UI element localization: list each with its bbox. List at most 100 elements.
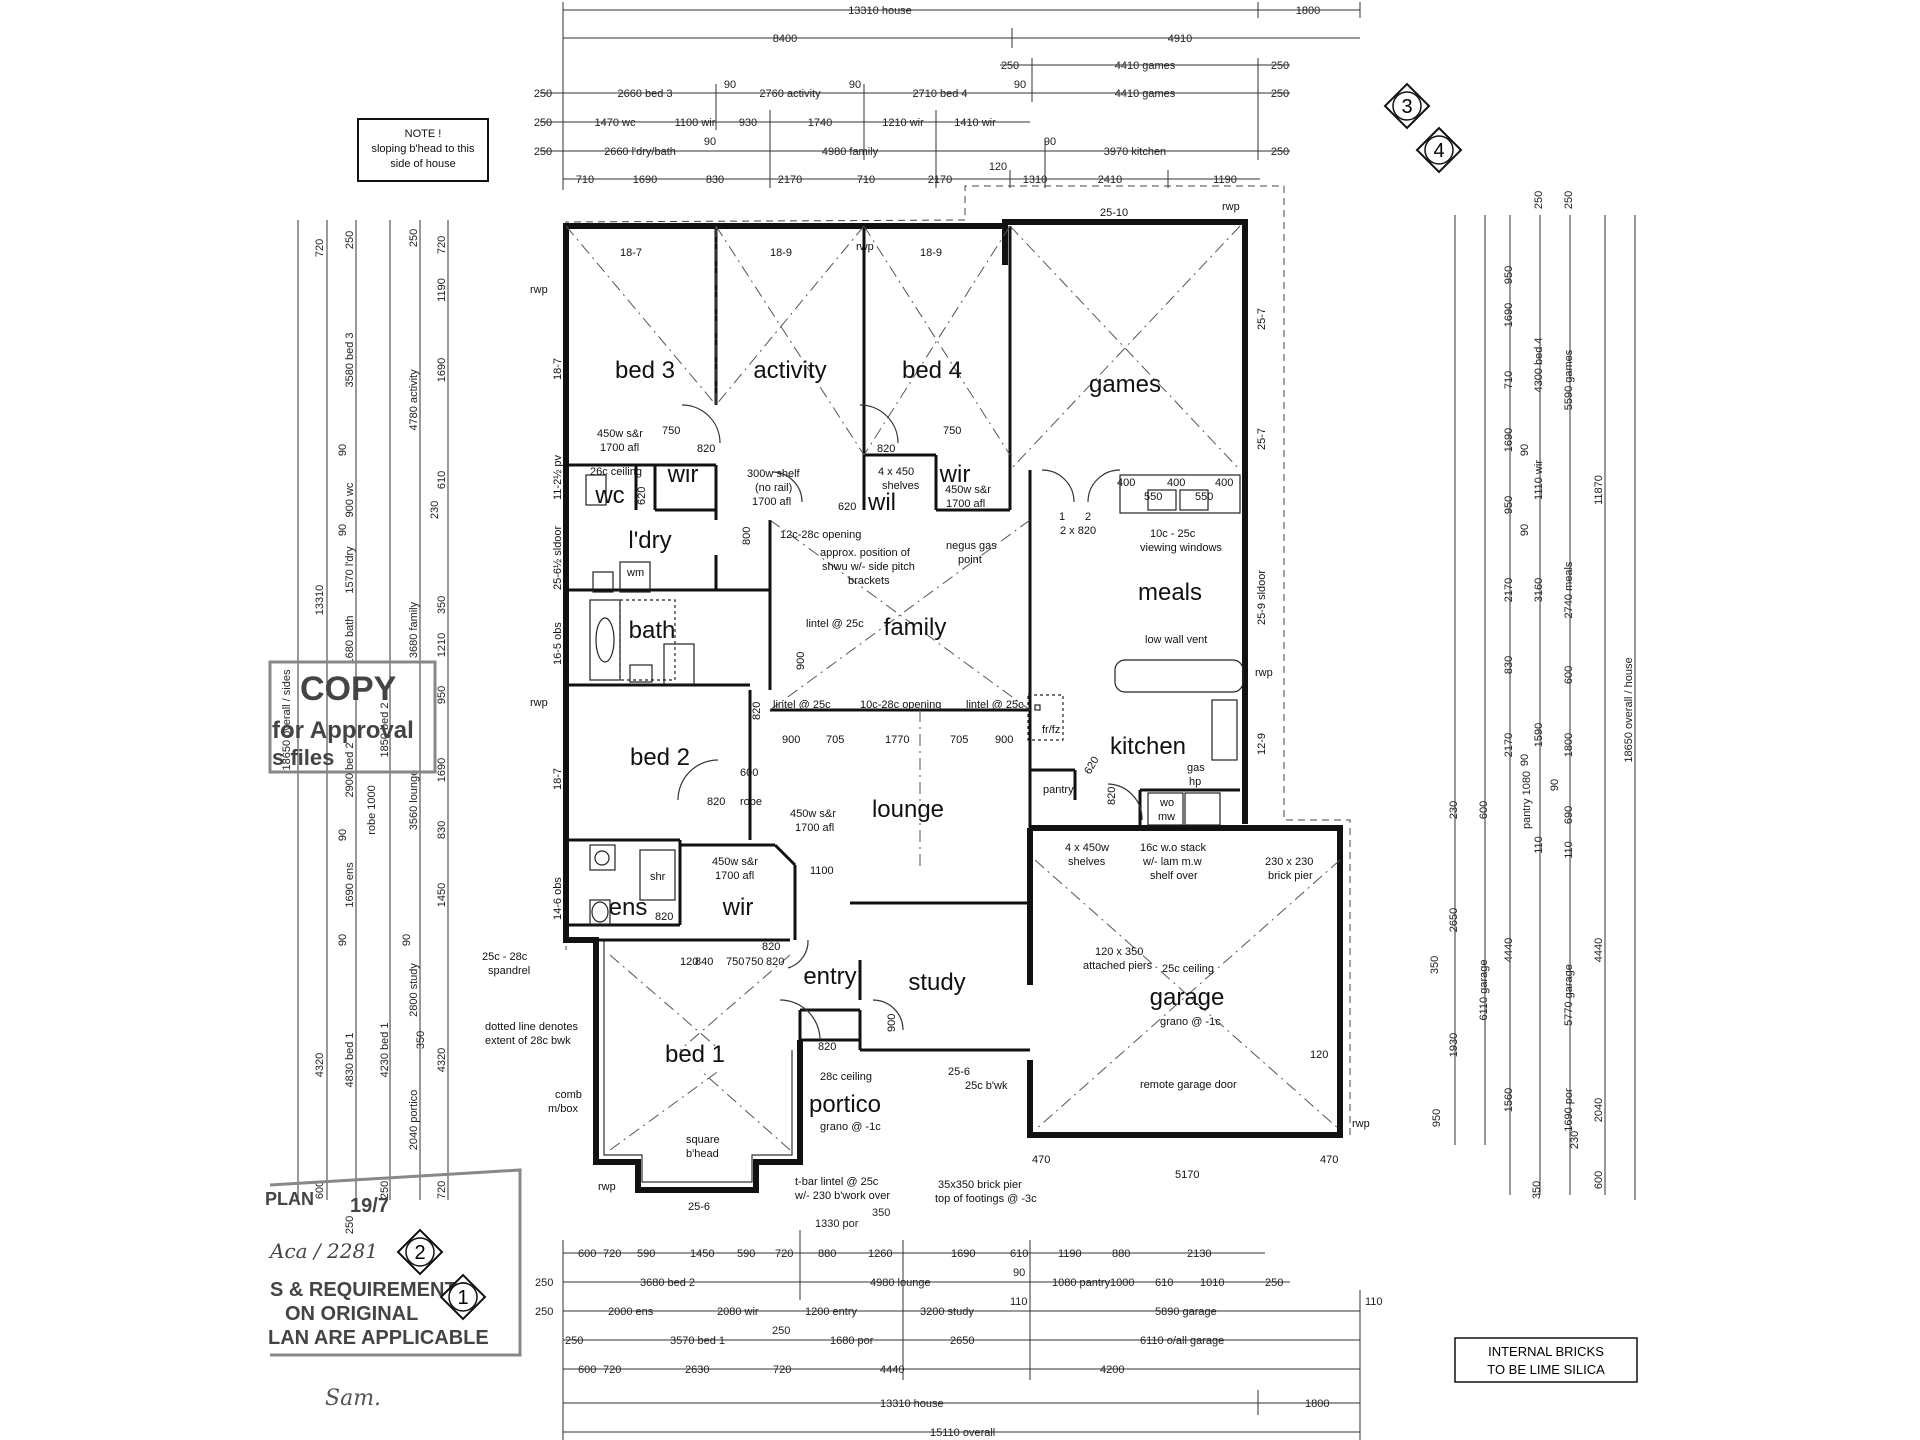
note-comb-1: comb <box>555 1089 582 1101</box>
stamp-signature: Sam. <box>325 1386 381 1411</box>
right-dim-20: pantry 1080 <box>1521 771 1533 829</box>
door-w-6: 800 <box>741 527 753 545</box>
wall-dim-17: 5170 <box>1175 1169 1199 1181</box>
door-w-21: 750 <box>745 956 763 968</box>
bottom-dim-4: 590 <box>737 1248 755 1260</box>
top-dim-20: 1740 <box>808 117 832 129</box>
note-portico-floor: grano @ -1c <box>820 1121 881 1133</box>
room-wir-a: wir <box>667 461 699 488</box>
right-dim-18: 90 <box>1519 754 1531 766</box>
room-portico: portico <box>809 1091 881 1118</box>
internal-bricks-line-1: INTERNAL BRICKS <box>1488 1344 1604 1359</box>
bottom-dim-32: 250 <box>772 1325 790 1337</box>
note-remote: remote garage door <box>1140 1079 1237 1091</box>
top-dim-12: 2710 bed 4 <box>912 88 967 100</box>
bottom-dimension-chains: 600 720 590 1450 590 720 880 1260 1690 6… <box>535 1207 1383 1440</box>
top-dim-19: 930 <box>739 117 757 129</box>
bottom-dim-39: 720 <box>773 1364 791 1376</box>
right-dim-29: 4440 <box>1503 938 1515 962</box>
note-garage-ceiling: 25c ceiling <box>1162 963 1214 975</box>
top-dim-25: 90 <box>704 136 716 148</box>
top-dim-11: 90 <box>849 79 861 91</box>
top-dim-14: 4410 games <box>1115 88 1176 100</box>
bottom-dim-8: 1690 <box>951 1248 975 1260</box>
note-viewing-2: viewing windows <box>1140 542 1222 554</box>
left-dim-16: 4830 bed 1 <box>344 1032 356 1087</box>
door-w-26: 900 <box>995 734 1013 746</box>
bottom-dim-24: 2080 wir <box>717 1306 759 1318</box>
right-dim-7: 1690 <box>1503 428 1515 452</box>
door-w-1: 820 <box>697 443 715 455</box>
note-frfz: fr/fz <box>1042 724 1060 736</box>
left-dim-34: 830 <box>436 821 448 839</box>
stamp-ref: Aca / 2281 <box>268 1239 378 1263</box>
door-w-24: 1770 <box>885 734 909 746</box>
rwp-3: rwp <box>1255 667 1273 679</box>
note-lintel-b: lintel @ 25c <box>773 699 831 711</box>
room-names: bed 3 activity bed 4 games wc wir wir wi… <box>594 357 1224 1118</box>
note-dotted-2: extent of 28c bwk <box>485 1035 571 1047</box>
wall-dim-9: 16-5 obs <box>552 622 564 665</box>
right-dim-14: 2740 meals <box>1563 561 1575 618</box>
top-dim-26: 4980 family <box>822 146 879 158</box>
note-square-1: square <box>686 1134 720 1146</box>
note-line-3: side of house <box>390 158 455 170</box>
door-w-9: 820 <box>707 796 725 808</box>
left-dim-42: 18650 overall / sides <box>281 669 293 770</box>
wall-dim-6: 18-7 <box>552 358 564 380</box>
note-wm: wm <box>626 567 644 579</box>
top-dim-4: 250 <box>1001 60 1019 72</box>
note-piers120-1: 120 x 350 <box>1095 946 1143 958</box>
bottom-dim-3: 1450 <box>690 1248 714 1260</box>
wall-dim-11: 14-6 obs <box>552 877 564 920</box>
room-games: games <box>1089 371 1161 398</box>
stamp-date: 19/7 <box>350 1195 389 1217</box>
stamp-copy: COPY <box>300 670 397 708</box>
top-dim-37: 1310 <box>1023 174 1047 186</box>
note-sr-ens-2: 1700 afl <box>715 870 754 882</box>
top-dim-34: 710 <box>857 174 875 186</box>
section-marker-3: 3 <box>1383 82 1431 130</box>
left-dim-12: 90 <box>337 829 349 841</box>
left-dim-7: 1570 l'dry <box>344 546 356 594</box>
left-dim-36: 90 <box>401 934 413 946</box>
right-dim-9: 1110 wir <box>1533 460 1545 500</box>
door-width-labels: 750 820 820 750 620 620 800 820 600 820 … <box>636 425 1233 1053</box>
wall-dim-14: 25-6 <box>948 1066 970 1078</box>
door-w-4: 620 <box>636 487 648 505</box>
right-dim-25: 110 <box>1563 841 1575 859</box>
exterior-walls <box>563 219 1343 1193</box>
left-dim-27: 3680 family <box>408 601 420 658</box>
right-dim-3: 1690 <box>1503 303 1515 327</box>
bottom-dim-19: 610 <box>1155 1277 1173 1289</box>
bottom-dim-46: 350 <box>872 1207 890 1219</box>
left-dim-5: 900 wc <box>344 482 356 517</box>
wall-dim-19: 120 <box>1310 1049 1328 1061</box>
right-dim-26: 230 <box>1448 801 1460 819</box>
left-dim-32: 3560 lounge <box>408 770 420 831</box>
top-dim-9: 90 <box>724 79 736 91</box>
top-dim-15: 250 <box>1271 88 1289 100</box>
note-garage-floor: grano @ -1c <box>1160 1016 1221 1028</box>
note-comb-2: m/box <box>548 1103 578 1115</box>
rwp-2: rwp <box>1222 201 1240 213</box>
left-dim-11: robe 1000 <box>366 785 378 835</box>
left-dim-0: 720 <box>314 239 326 257</box>
stamp-approval: for Approval <box>272 717 414 744</box>
bottom-dim-22: 250 <box>535 1306 553 1318</box>
top-dim-13: 90 <box>1014 79 1026 91</box>
left-dim-6: 90 <box>337 524 349 536</box>
bottom-dim-38: 2630 <box>685 1364 709 1376</box>
left-dim-31: 1850 bed 2 <box>379 702 391 757</box>
bottom-dim-18: 1000 <box>1110 1277 1134 1289</box>
room-garage: garage <box>1150 984 1225 1011</box>
right-dim-21: 90 <box>1549 779 1561 791</box>
door-w-22: 900 <box>782 734 800 746</box>
stamp-plan: PLAN <box>265 1189 314 1209</box>
room-wil: wil <box>867 489 896 516</box>
right-dim-43: 18650 overall / house <box>1623 657 1635 762</box>
note-opening-10c: 10c-28c opening <box>860 699 941 711</box>
note-low-wall: low wall vent <box>1145 634 1207 646</box>
right-dim-30: 350 <box>1429 956 1441 974</box>
room-ldry: l'dry <box>628 527 671 554</box>
